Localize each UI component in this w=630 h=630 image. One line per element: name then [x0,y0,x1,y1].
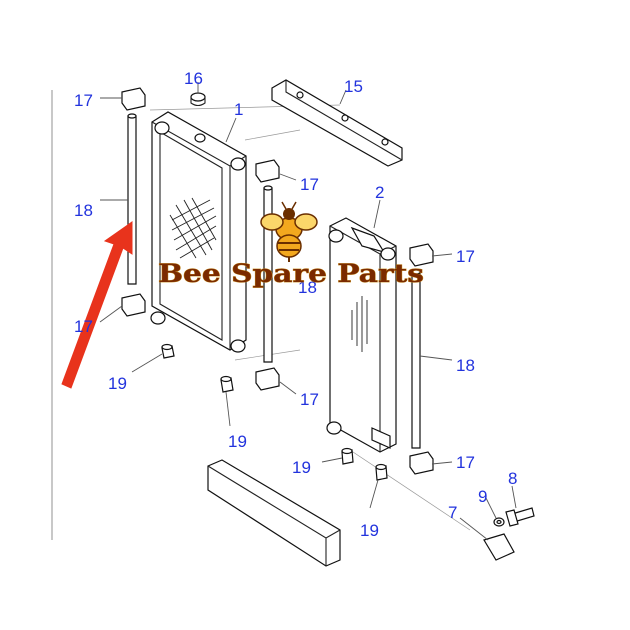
stay-rod-middle [263,185,273,363]
washer-part-9 [493,517,505,527]
red-arrow-icon [61,221,133,389]
oil-cooler-part-2 [326,217,397,453]
label-16: 16 [184,69,203,88]
label-17d: 17 [456,247,475,266]
label-15: 15 [344,77,363,96]
label-19d: 19 [360,521,379,540]
leader-lines [99,82,517,541]
label-19b: 19 [228,432,247,451]
bee-icon [260,201,318,262]
core-grid [169,197,217,259]
label-17b: 17 [74,317,93,336]
cushion-parts-17 [121,87,434,475]
label-7: 7 [448,503,457,522]
watermark-text: Bee Spare Parts [158,259,424,288]
stay-rod-right [411,269,421,449]
bolt-parts-19 [161,343,388,481]
label-17f: 17 [456,453,475,472]
cap-part-16 [190,92,206,107]
label-18a: 18 [74,201,93,220]
label-17a: 17 [74,91,93,110]
label-19a: 19 [108,374,127,393]
label-8: 8 [508,469,517,488]
label-9: 9 [478,487,487,506]
radiator-part-1 [150,111,247,353]
label-19c: 19 [292,458,311,477]
label-17c: 17 [300,175,319,194]
bracket-part-7 [483,533,515,561]
label-17e: 17 [300,390,319,409]
label-18c: 18 [456,356,475,375]
top-bracket-part-15 [271,79,403,167]
label-1: 1 [234,100,243,119]
stay-rod-left [127,113,137,285]
label-2: 2 [375,183,384,202]
bottom-support-bar [207,459,341,567]
cooler-core-lines [351,296,368,352]
label-18b: 18 [298,278,317,297]
bolt-part-8 [505,507,535,527]
